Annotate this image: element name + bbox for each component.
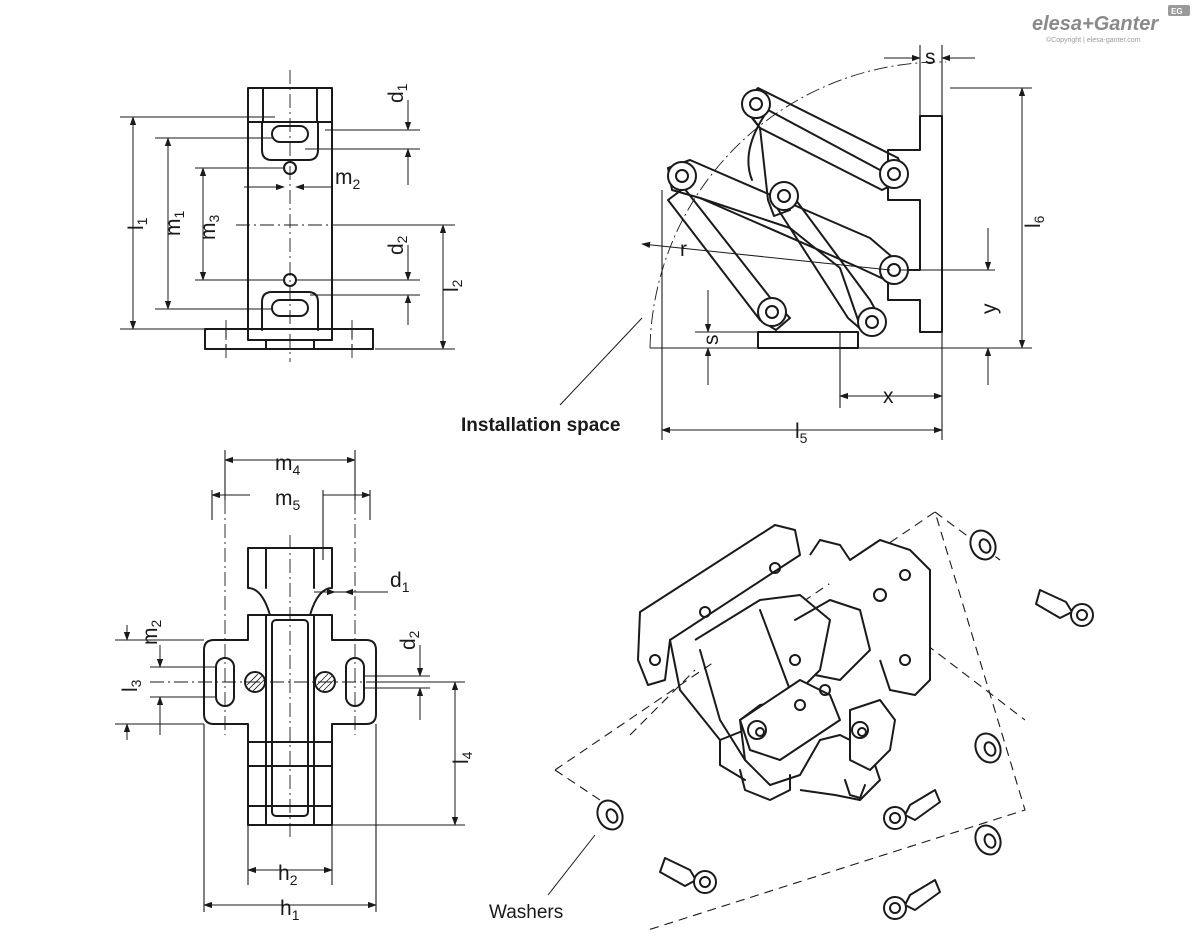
installation-space-label: Installation space xyxy=(461,415,620,436)
washers-label: Washers xyxy=(489,902,563,923)
dim-l5: l5 xyxy=(795,420,808,446)
dim-s-left: s xyxy=(700,335,723,346)
brand-name: elesa+Ganter xyxy=(1032,13,1159,35)
dim-m1: m1 xyxy=(162,211,187,237)
washer-icon xyxy=(974,824,1002,856)
side-view: s l6 r s y x l5 Installation space xyxy=(461,45,1047,446)
dim-l6: l6 xyxy=(1022,215,1047,228)
installation-space-arc xyxy=(649,61,947,349)
dim-s-top: s xyxy=(925,46,936,69)
dim-l3: l3 xyxy=(119,679,144,692)
screw-icon xyxy=(659,857,717,894)
dim-m3: m3 xyxy=(197,215,222,241)
dim-x: x xyxy=(883,385,894,408)
top-view: m4 m5 d1 d2 m2 l3 l4 h2 h1 xyxy=(115,450,475,923)
isometric-view: Washers xyxy=(489,511,1094,931)
dim-m2: m2 xyxy=(335,166,361,192)
dim-l2: l2 xyxy=(440,279,465,292)
screw-icon xyxy=(883,789,941,830)
dim-h1: h1 xyxy=(280,897,300,923)
dim-r: r xyxy=(680,238,687,261)
dim-l4: l4 xyxy=(450,751,475,764)
brand-copyright: ©Copyright | elesa-ganter.com xyxy=(1046,36,1141,44)
dim-d1: d1 xyxy=(385,83,410,103)
brand-badge: EG xyxy=(1171,7,1183,16)
dim-y: y xyxy=(978,303,1001,314)
front-view: l1 m1 m3 d1 d2 l2 m2 xyxy=(120,70,465,362)
dim-h2: h2 xyxy=(278,862,298,888)
washer-icon xyxy=(974,732,1002,764)
dim-l1: l1 xyxy=(125,217,150,230)
washer-icon xyxy=(969,529,997,561)
dim-d2: d2 xyxy=(397,630,422,650)
screw-icon xyxy=(1035,589,1094,627)
brand-logo: elesa+Ganter EG ©Copyright | elesa-gante… xyxy=(1032,5,1190,44)
dim-m5: m5 xyxy=(275,487,301,513)
dim-m4: m4 xyxy=(275,452,301,478)
washer-icon xyxy=(596,799,624,831)
dim-d2: d2 xyxy=(385,235,410,255)
dim-d1: d1 xyxy=(390,569,410,595)
screw-icon xyxy=(883,879,941,920)
brand-badge-icon xyxy=(1168,5,1190,16)
dim-m2: m2 xyxy=(139,620,164,646)
